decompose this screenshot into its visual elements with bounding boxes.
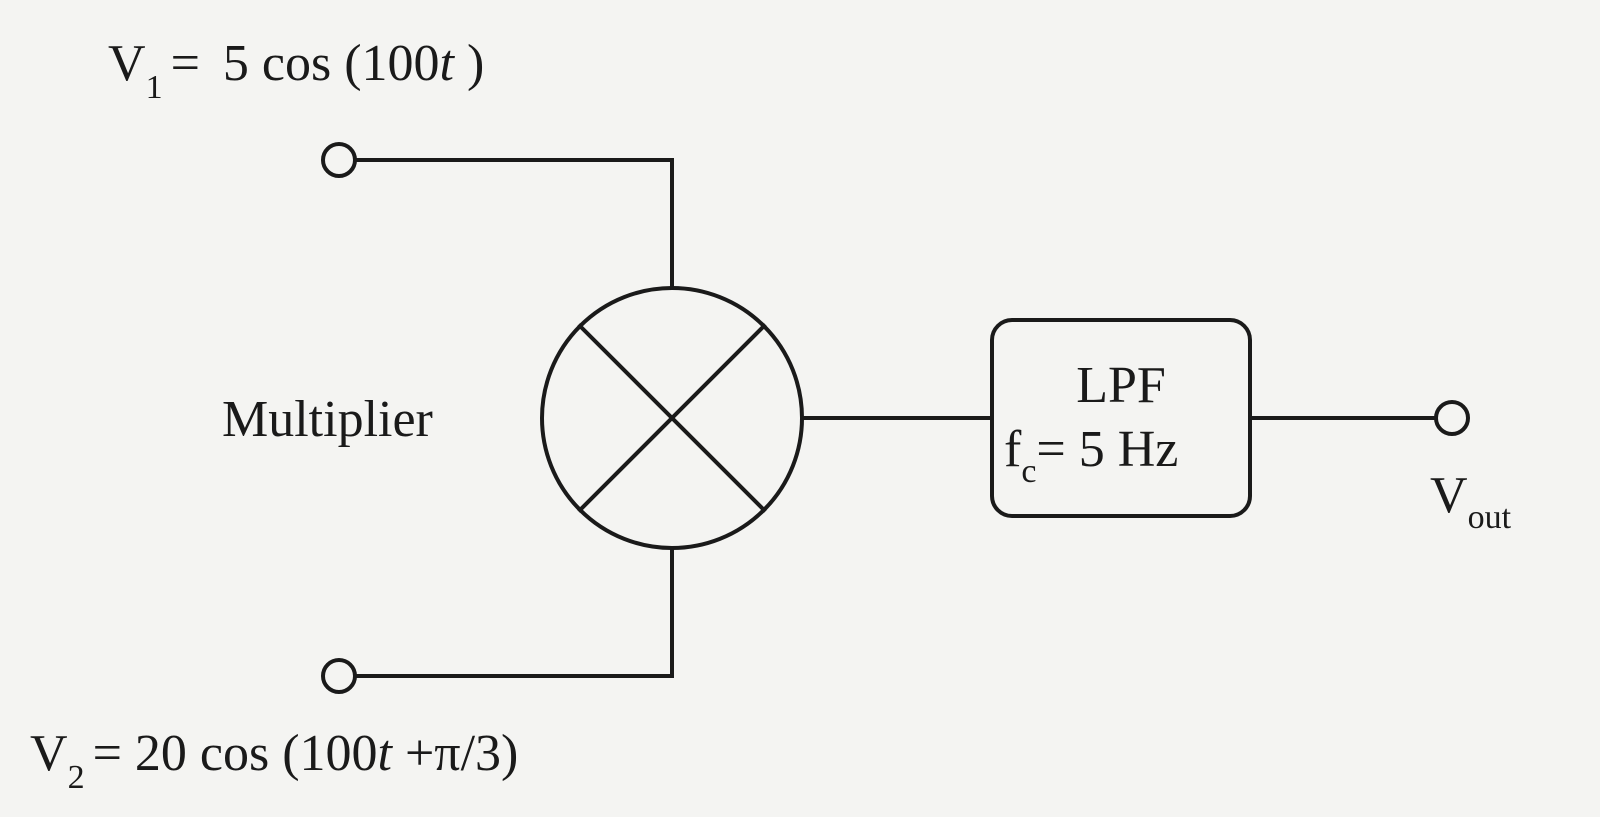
v2-wire bbox=[353, 546, 674, 678]
vout-label: Vout bbox=[1430, 467, 1512, 536]
lpf-title: LPF bbox=[1076, 357, 1166, 414]
v1-wire bbox=[353, 158, 674, 290]
multiplier-cross-line bbox=[577, 323, 767, 513]
multiplier-label: Multiplier bbox=[222, 391, 433, 448]
v1-label: V1= 5 cos (100t ) bbox=[108, 35, 484, 106]
lpf-cutoff-label: fc= 5 Hz bbox=[1004, 421, 1178, 490]
v1-input-terminal[interactable] bbox=[321, 142, 357, 178]
vout-terminal[interactable] bbox=[1434, 400, 1470, 436]
lpf-block: LPF fc= 5 Hz bbox=[990, 318, 1252, 518]
v2-input-terminal[interactable] bbox=[321, 658, 357, 694]
multiplier-block bbox=[540, 286, 804, 550]
v2-label: V2= 20 cos (100t +π/3) bbox=[30, 725, 518, 796]
